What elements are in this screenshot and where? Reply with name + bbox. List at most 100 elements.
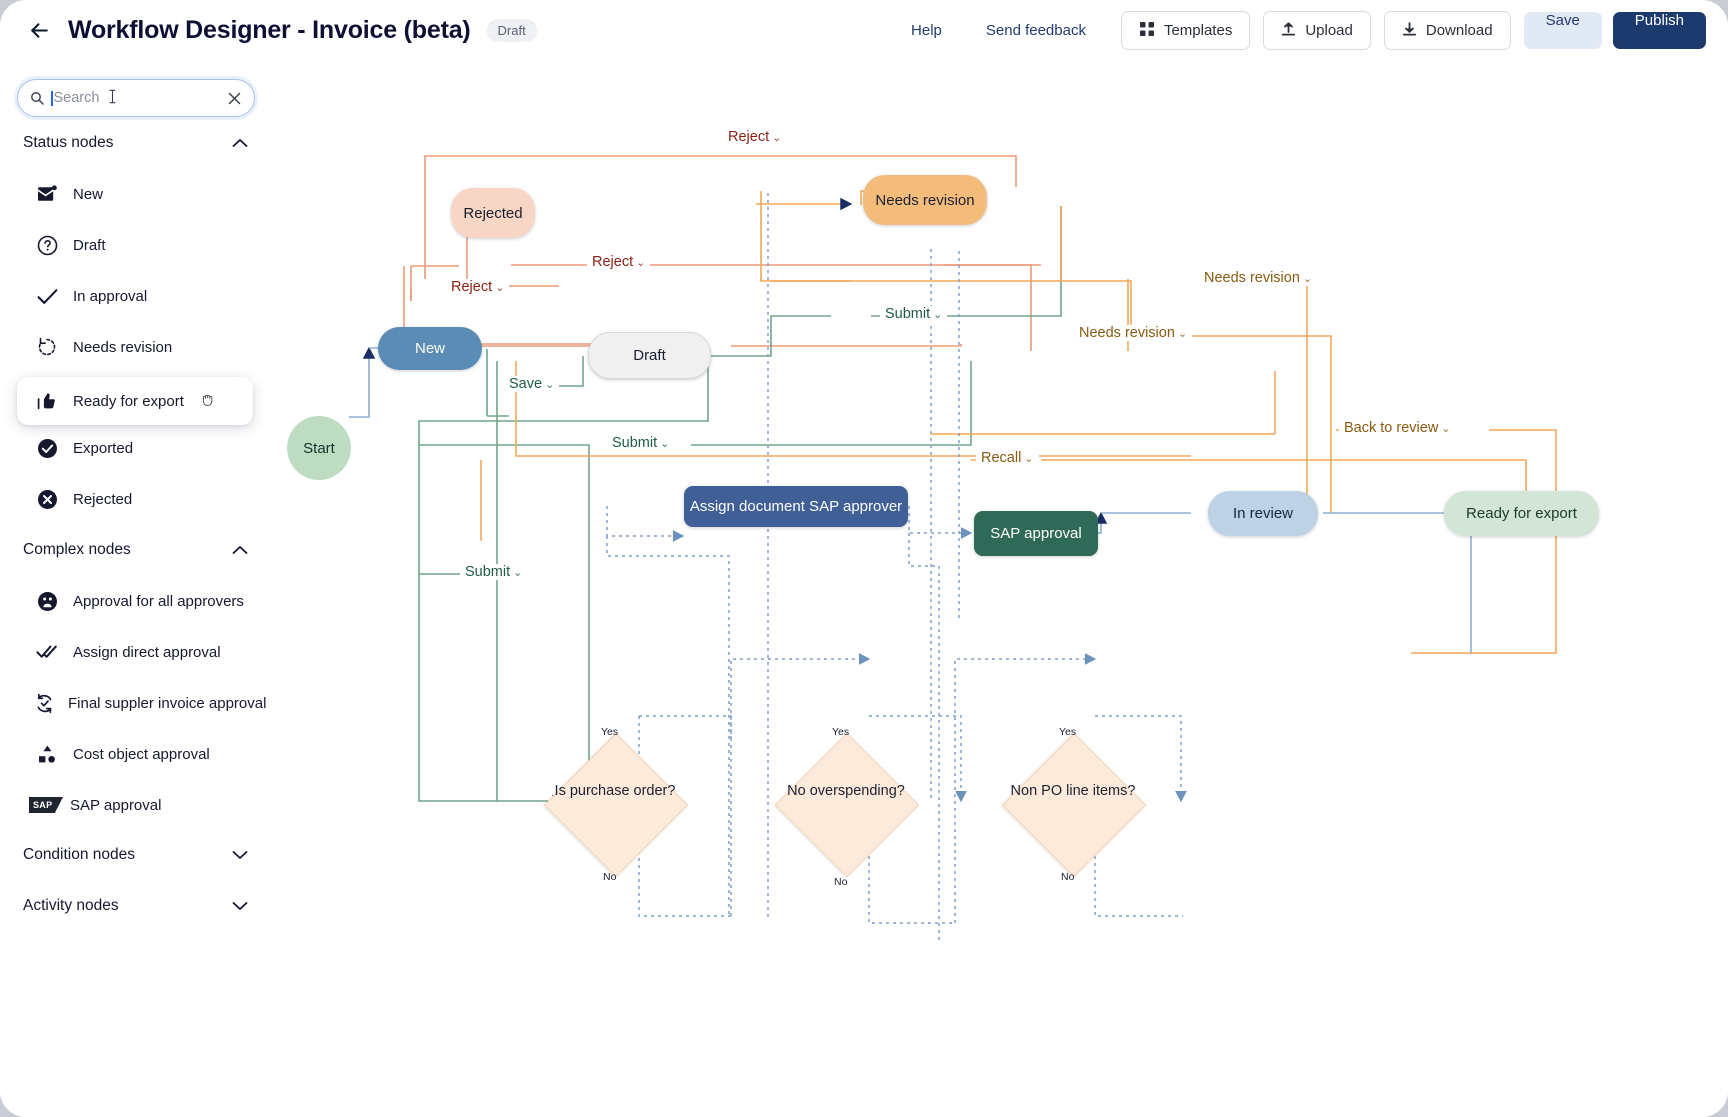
check-icon	[34, 288, 60, 305]
check-circle-filled-icon	[34, 438, 60, 459]
node-start[interactable]: Start	[287, 416, 351, 480]
sidebar-node-ready-for-export[interactable]: Ready for export	[17, 377, 253, 425]
search-input[interactable]: Search	[17, 79, 255, 117]
sidebar-node-assign-direct-approval[interactable]: Assign direct approval	[17, 632, 253, 672]
node-assign-document-sap-approver[interactable]: Assign document SAP approver	[684, 486, 908, 527]
node-rejected[interactable]: Rejected	[451, 188, 535, 238]
group-header-complex-nodes[interactable]: Complex nodes	[23, 538, 248, 562]
save-button[interactable]: Save	[1523, 12, 1602, 49]
sidebar-node-rejected[interactable]: Rejected	[17, 479, 253, 519]
shapes-icon	[34, 744, 60, 764]
back-arrow-icon[interactable]	[22, 14, 56, 48]
node-label: In review	[1232, 505, 1294, 522]
question-circle-icon	[34, 235, 60, 256]
publish-button[interactable]: Publish	[1612, 12, 1706, 49]
edge-label-back-to-review[interactable]: Back to review ⌄	[1339, 420, 1456, 436]
node-label: Draft	[633, 347, 666, 364]
edge-label-text: Submit	[885, 306, 931, 322]
node-label: SAP approval	[990, 525, 1082, 542]
help-link[interactable]: Help	[911, 22, 942, 39]
group-header-condition-nodes[interactable]: Condition nodes	[23, 843, 248, 867]
chevron-down-icon	[232, 850, 248, 860]
node-no-overspending[interactable]: No overspending? Yes No	[774, 726, 920, 888]
branch-label-yes: Yes	[601, 726, 619, 738]
sidebar-node-new[interactable]: New	[17, 174, 253, 214]
sidebar-node-in-approval[interactable]: In approval	[17, 276, 253, 316]
mail-new-icon	[34, 185, 60, 203]
search-placeholder: Search	[53, 90, 100, 106]
chevron-down-icon: ⌄	[660, 437, 670, 450]
edge-label-needs-revision-r1[interactable]: Needs revision ⌄	[1199, 270, 1318, 286]
send-feedback-link[interactable]: Send feedback	[985, 22, 1086, 39]
flow-canvas[interactable]: Start New Draft Rejected Needs revision …	[271, 61, 1728, 1117]
edge-label-submit-low[interactable]: Submit ⌄	[460, 564, 528, 580]
upload-icon	[1281, 21, 1296, 41]
sidebar-node-label: Assign direct approval	[73, 643, 221, 661]
chevron-down-icon: ⌄	[513, 566, 523, 579]
rotate-ccw-icon	[34, 337, 60, 357]
node-ready-for-export[interactable]: Ready for export	[1444, 491, 1599, 536]
chevron-down-icon: ⌄	[545, 378, 555, 391]
node-non-po-line-items[interactable]: Non PO line items? Yes No	[1001, 726, 1147, 883]
node-needs-revision[interactable]: Needs revision	[863, 175, 987, 225]
edge-label-recall[interactable]: Recall ⌄	[976, 450, 1039, 466]
page-title: Workflow Designer - Invoice (beta)	[68, 16, 471, 44]
group-title: Condition nodes	[23, 846, 136, 863]
refresh-check-icon	[34, 693, 55, 714]
group-header-status-nodes[interactable]: Status nodes	[23, 131, 248, 155]
node-sap-approval[interactable]: SAP approval	[974, 511, 1098, 556]
status-badge: Draft	[486, 19, 537, 42]
edge-label-reject-low[interactable]: Reject ⌄	[446, 279, 510, 295]
node-label: Start	[303, 439, 335, 457]
node-draft[interactable]: Draft	[588, 332, 711, 379]
branch-label-yes: Yes	[1059, 726, 1077, 738]
edge-label-needs-revision-r2[interactable]: Needs revision ⌄	[1074, 325, 1193, 341]
templates-label: Templates	[1163, 22, 1233, 39]
branch-label-yes: Yes	[832, 726, 850, 738]
edge-label-text: Reject	[592, 254, 634, 270]
search-icon	[30, 91, 44, 105]
branch-label-no: No	[834, 876, 848, 888]
sidebar-node-sap-approval[interactable]: SAP SAP approval	[17, 785, 253, 825]
grab-cursor-icon	[200, 391, 217, 412]
chevron-up-icon	[232, 545, 248, 555]
sidebar-node-approval-for-all-approvers[interactable]: Approval for all approvers	[17, 581, 253, 621]
chevron-down-icon	[232, 901, 248, 911]
node-label: Assign document SAP approver	[689, 498, 903, 515]
sidebar-node-needs-revision[interactable]: Needs revision	[17, 327, 253, 367]
group-header-activity-nodes[interactable]: Activity nodes	[23, 894, 248, 918]
chevron-down-icon: ⌄	[1441, 422, 1451, 435]
sidebar-node-label: Approval for all approvers	[73, 592, 244, 610]
sidebar-node-label: Draft	[73, 236, 106, 254]
sap-logo-icon: SAP	[29, 797, 63, 813]
upload-button[interactable]: Upload	[1263, 11, 1371, 50]
branch-label-no: No	[603, 871, 617, 883]
edge-label-text: Submit	[465, 564, 511, 580]
download-button[interactable]: Download	[1383, 11, 1511, 50]
clear-search-icon[interactable]	[228, 92, 241, 105]
edge-label-reject-top[interactable]: Reject ⌄	[723, 129, 787, 145]
chevron-down-icon: ⌄	[636, 256, 646, 269]
node-is-purchase-order[interactable]: Is purchase order? Yes No	[543, 726, 689, 883]
sidebar-node-label: Rejected	[73, 490, 133, 508]
double-check-icon	[34, 644, 60, 660]
edge-label-save[interactable]: Save ⌄	[504, 376, 560, 392]
sidebar-node-draft[interactable]: Draft	[17, 225, 253, 265]
node-label: Rejected	[463, 204, 523, 222]
node-new[interactable]: New	[378, 327, 482, 370]
sidebar-node-cost-object-approval[interactable]: Cost object approval	[17, 734, 253, 774]
edge-label-text: Needs revision	[1204, 270, 1300, 286]
chevron-down-icon: ⌄	[1177, 327, 1188, 340]
templates-button[interactable]: Templates	[1120, 11, 1251, 50]
edge-label-submit-mid[interactable]: Submit ⌄	[607, 435, 675, 451]
sidebar-node-final-suppler-invoice-approval[interactable]: Final suppler invoice approval	[17, 683, 266, 723]
edge-label-submit-top[interactable]: Submit ⌄	[880, 306, 948, 322]
edge-label-reject-mid[interactable]: Reject ⌄	[587, 254, 651, 270]
chevron-down-icon: ⌄	[933, 308, 943, 321]
edge-label-text: Reject	[728, 129, 770, 145]
group-title: Complex nodes	[23, 541, 131, 558]
chevron-up-icon	[232, 138, 248, 148]
users-circle-icon	[34, 591, 60, 612]
sidebar-node-exported[interactable]: Exported	[17, 428, 253, 468]
node-in-review[interactable]: In review	[1208, 491, 1318, 536]
